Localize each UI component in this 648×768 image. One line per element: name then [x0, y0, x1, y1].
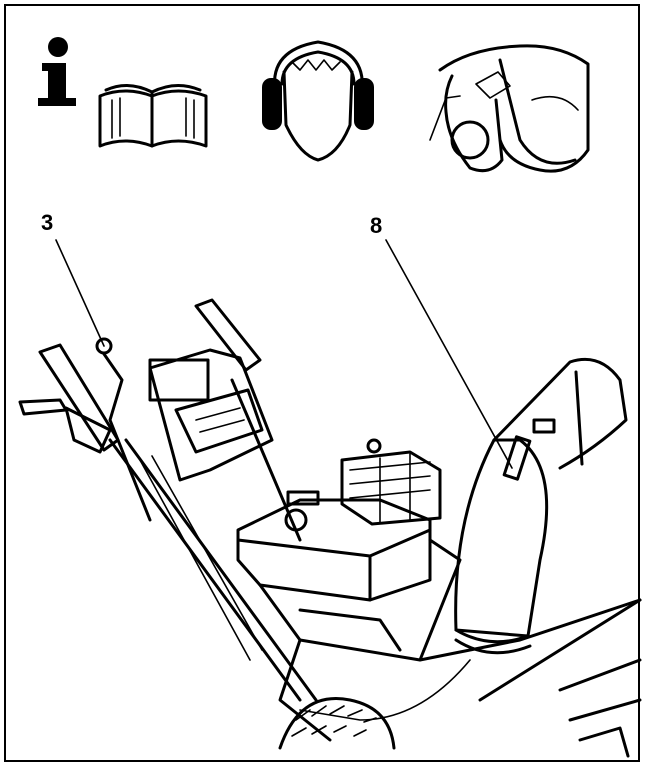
left-handle-grip: [18, 398, 68, 416]
callout-3-leader: [55, 239, 105, 347]
manual-book-icon: [98, 84, 208, 148]
eye-protection-icon: [429, 44, 590, 173]
information-icon: [38, 37, 76, 106]
control-panel: [148, 348, 274, 482]
hearing-protection-icon: [262, 40, 374, 162]
snowblower-machine: [18, 298, 642, 758]
discharge-chute-8: [454, 438, 549, 638]
callout-3-label: 3: [41, 210, 54, 235]
engine-block: [236, 498, 432, 602]
right-handle: [194, 298, 262, 372]
callout-8-leader: [385, 239, 513, 469]
wheel: [278, 697, 396, 750]
callout-8-label: 8: [370, 213, 383, 238]
